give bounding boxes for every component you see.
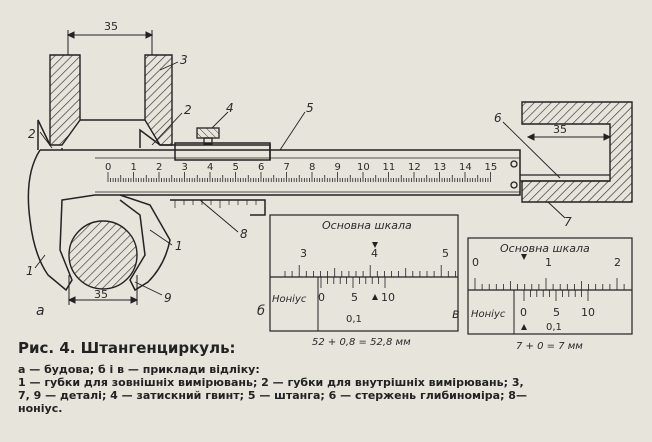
part-9-round [68, 220, 138, 290]
example-c-main-num-0: 0 [472, 256, 479, 269]
example-c-vernier-label: Ноніус [471, 308, 506, 320]
example-b-vernier-label: Ноніус [272, 293, 307, 305]
example-c-letter: в [452, 307, 460, 322]
example-c-title: Основна шкала [500, 242, 590, 255]
example-b-letter: б [257, 304, 265, 319]
main-scale-number: 2 [156, 162, 162, 173]
caption-title: Рис. 4. Штангенциркуль: [18, 339, 236, 357]
main-scale-number: 3 [182, 162, 188, 173]
callout-4: 4 [226, 101, 234, 115]
example-b-formula: 52 + 0,8 = 52,8 мм [312, 337, 411, 348]
main-scale-number: 11 [383, 162, 396, 173]
main-scale-number: 4 [207, 162, 213, 173]
example-c-vern-0: 0 [520, 306, 527, 319]
caliper-beam [40, 149, 521, 196]
main-scale-number: 15 [485, 162, 498, 173]
example-b-main-num-4: 4 [371, 247, 378, 260]
main-scale-number: 7 [284, 162, 290, 173]
dim-bottom-label: 35 [94, 288, 108, 301]
main-scale-number: 0 [105, 162, 111, 173]
example-b-main-num-3: 3 [300, 247, 307, 260]
example-c-main-num-1: 1 [545, 256, 552, 269]
main-scale-number: 12 [408, 162, 421, 173]
callout-2-right: 2 [184, 103, 192, 117]
example-b-step: 0,1 [346, 314, 362, 325]
example-c-vern-10: 10 [581, 306, 595, 319]
example-c-formula: 7 + 0 = 7 мм [516, 341, 583, 352]
main-scale-number: 14 [459, 162, 472, 173]
example-b-title: Основна шкала [322, 219, 412, 232]
example-c-main-num-2: 2 [614, 256, 621, 269]
main-scale-number: 1 [131, 162, 137, 173]
dim-top [66, 30, 154, 55]
caption-line-2: 1 — губки для зовнішніх вимірювань; 2 — … [18, 376, 524, 389]
callout-1-left: 1 [26, 264, 34, 278]
clamp-screw [196, 127, 220, 145]
example-b-vern-0: 0 [318, 291, 325, 304]
example-c-step: 0,1 [546, 322, 562, 333]
callout-3: 3 [180, 53, 188, 67]
main-scale-number: 10 [357, 162, 370, 173]
dim-right-label: 35 [553, 123, 567, 136]
part-3-detail [49, 54, 173, 146]
dim-bottom [67, 275, 139, 305]
caption-line-1: а — будова; б і в — приклади відліку: [18, 363, 260, 376]
main-scale-number: 9 [335, 162, 341, 173]
example-b-vern-10: 10 [381, 291, 395, 304]
vernier-ticks [174, 200, 266, 208]
main-scale-number: 13 [434, 162, 447, 173]
example-b [269, 214, 459, 332]
dim-right [526, 133, 612, 141]
callout-7: 7 [564, 215, 572, 229]
callout-leaders [34, 61, 566, 296]
main-scale-number: 8 [309, 162, 315, 173]
example-c [467, 237, 633, 335]
callout-9: 9 [164, 291, 172, 305]
callout-1-right: 1 [175, 239, 183, 253]
main-scale-number: 5 [233, 162, 239, 173]
example-b-vern-5: 5 [351, 291, 358, 304]
callout-5: 5 [306, 101, 314, 115]
fixed-jaw [27, 119, 96, 292]
callout-8: 8 [240, 227, 248, 241]
caption-line-4: ноніус. [18, 402, 63, 415]
main-scale-number: 6 [258, 162, 264, 173]
main-scale-ticks [107, 172, 491, 182]
callout-2-left: 2 [28, 127, 36, 141]
figure-letter-a: а [36, 303, 45, 319]
dim-top-label: 35 [104, 20, 118, 33]
example-b-main-num-5: 5 [442, 247, 449, 260]
caption-line-3: 7, 9 — деталі; 4 — затискний гвинт; 5 — … [18, 389, 527, 402]
movable-jaw [95, 128, 271, 292]
part-7-detail [521, 101, 633, 203]
callout-6: 6 [494, 111, 502, 125]
example-c-vern-5: 5 [553, 306, 560, 319]
